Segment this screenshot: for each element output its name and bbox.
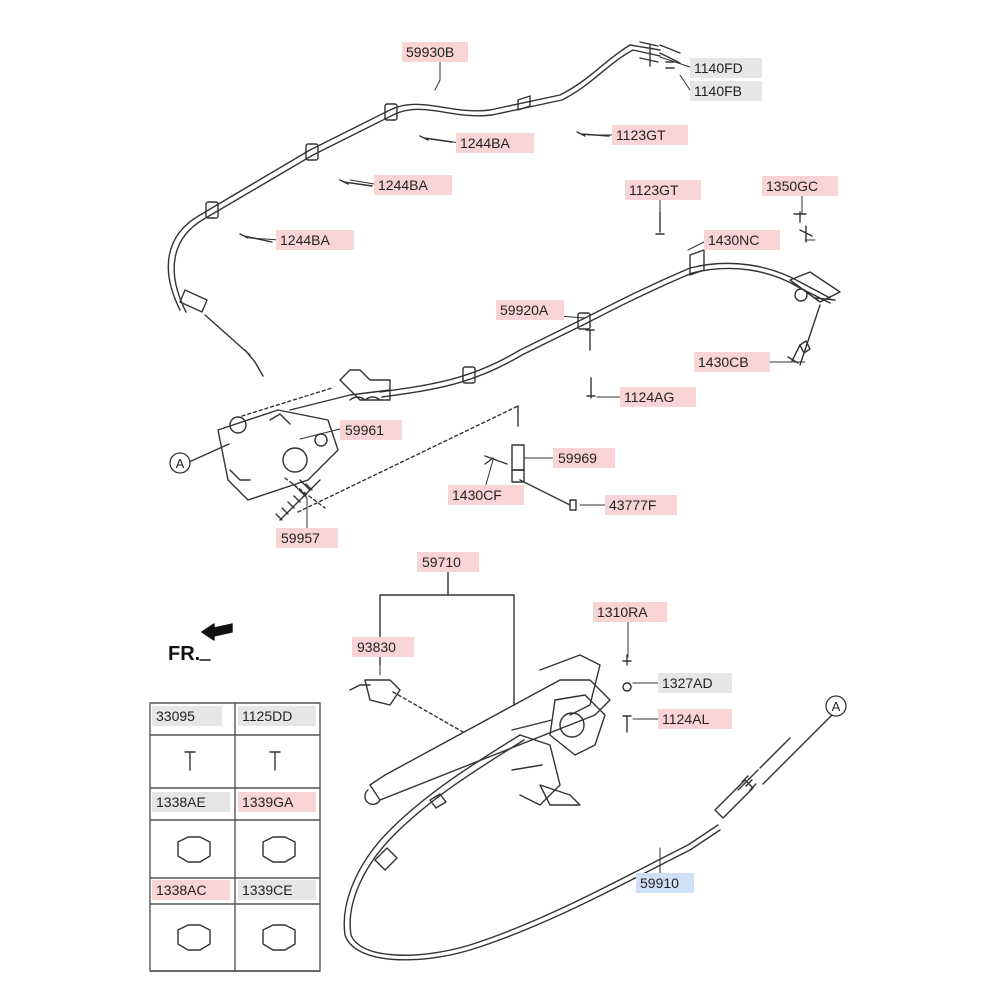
- label-1244BA-a: 1244BA: [456, 133, 534, 153]
- label-1123GT-upper: 1123GT: [612, 125, 688, 145]
- svg-text:1125DD: 1125DD: [242, 708, 292, 724]
- table-cell-1338AC: 1338AC: [152, 880, 230, 900]
- label-1350GC: 1350GC: [762, 176, 838, 196]
- table-cell-1338AE: 1338AE: [152, 792, 230, 812]
- svg-text:1123GT: 1123GT: [629, 182, 679, 198]
- label-1430CB: 1430CB: [694, 352, 770, 372]
- svg-text:1124AL: 1124AL: [662, 711, 709, 727]
- cable-59920A: [289, 249, 841, 411]
- label-1244BA-c: 1244BA: [276, 230, 354, 250]
- label-1124AG: 1124AG: [620, 387, 696, 407]
- svg-text:59710: 59710: [422, 554, 461, 570]
- svg-text:59957: 59957: [281, 530, 320, 546]
- svg-text:59961: 59961: [345, 422, 384, 438]
- lever-assembly-59710: [349, 564, 611, 806]
- svg-text:1350GC: 1350GC: [766, 178, 818, 194]
- svg-text:1430NC: 1430NC: [708, 232, 759, 248]
- table-cell-1339GA: 1339GA: [238, 792, 316, 812]
- label-59957: 59957: [276, 528, 338, 548]
- table-cell-33095: 33095: [152, 706, 222, 726]
- svg-text:1339GA: 1339GA: [242, 794, 294, 810]
- leader-lines: [249, 56, 816, 874]
- nut-icon: [177, 836, 211, 863]
- svg-text:33095: 33095: [156, 708, 195, 724]
- svg-text:1140FD: 1140FD: [694, 60, 743, 76]
- label-59920A: 59920A: [496, 300, 564, 320]
- svg-text:1244BA: 1244BA: [460, 135, 510, 151]
- svg-text:1339CE: 1339CE: [242, 882, 293, 898]
- svg-text:1244BA: 1244BA: [378, 177, 428, 193]
- label-1124AL: 1124AL: [658, 709, 732, 729]
- svg-text:1310RA: 1310RA: [597, 604, 648, 620]
- front-marker: FR.: [168, 643, 200, 665]
- svg-text:1123GT: 1123GT: [616, 127, 666, 143]
- nut-icon: [177, 924, 211, 951]
- label-1244BA-b: 1244BA: [374, 175, 452, 195]
- cable-59910: [343, 734, 791, 961]
- callout-a-top: A: [169, 452, 191, 474]
- label-59710: 59710: [417, 552, 479, 572]
- svg-text:59910: 59910: [640, 875, 679, 891]
- bracket-59969: [484, 444, 577, 511]
- label-1123GT-lower: 1123GT: [625, 180, 701, 200]
- label-43777F: 43777F: [605, 495, 677, 515]
- label-1327AD: 1327AD: [658, 673, 732, 693]
- svg-text:1140FB: 1140FB: [694, 83, 742, 99]
- svg-text:43777F: 43777F: [609, 497, 656, 513]
- label-59910: 59910: [636, 873, 694, 893]
- table-cell-1339CE: 1339CE: [238, 880, 316, 900]
- callout-a-leaders: [188, 443, 834, 785]
- svg-text:59920A: 59920A: [500, 302, 549, 318]
- bolt-icon: [269, 751, 281, 771]
- cable-59930B: [167, 41, 681, 377]
- svg-text:1430CB: 1430CB: [698, 354, 749, 370]
- label-1430NC: 1430NC: [704, 230, 780, 250]
- label-59961: 59961: [340, 420, 402, 440]
- svg-text:59930B: 59930B: [406, 44, 454, 60]
- svg-text:1338AC: 1338AC: [156, 882, 207, 898]
- label-1140FB: 1140FB: [690, 81, 762, 101]
- front-arrow-icon: [199, 623, 233, 661]
- bolt-group-lever: [622, 654, 632, 733]
- svg-text:1244BA: 1244BA: [280, 232, 330, 248]
- svg-text:1124AG: 1124AG: [624, 389, 674, 405]
- label-1430CF: 1430CF: [448, 485, 524, 505]
- svg-text:A: A: [832, 699, 841, 714]
- callout-a-bottom: A: [825, 695, 847, 717]
- label-59969: 59969: [553, 448, 615, 468]
- label-59930B: 59930B: [402, 42, 468, 62]
- part-labels: 59930B 1123GT 1244BA 1244BA 1244BA 1123G…: [276, 42, 838, 893]
- svg-text:1430CF: 1430CF: [452, 487, 502, 503]
- svg-text:93830: 93830: [357, 639, 396, 655]
- label-1310RA: 1310RA: [593, 602, 667, 622]
- svg-text:A: A: [176, 456, 185, 471]
- hardware-table-labels: 33095 1125DD 1338AE 1339GA 1338AC 1339CE: [152, 706, 316, 900]
- svg-text:1327AD: 1327AD: [662, 675, 713, 691]
- table-cell-1125DD: 1125DD: [238, 706, 316, 726]
- hardware-table: [149, 702, 321, 972]
- nut-icon: [262, 836, 296, 863]
- svg-text:1338AE: 1338AE: [156, 794, 206, 810]
- label-1140FD: 1140FD: [690, 58, 762, 78]
- svg-text:59969: 59969: [558, 450, 597, 466]
- nut-icon: [262, 924, 296, 951]
- label-93830: 93830: [352, 637, 414, 657]
- bolt-icon: [184, 751, 196, 771]
